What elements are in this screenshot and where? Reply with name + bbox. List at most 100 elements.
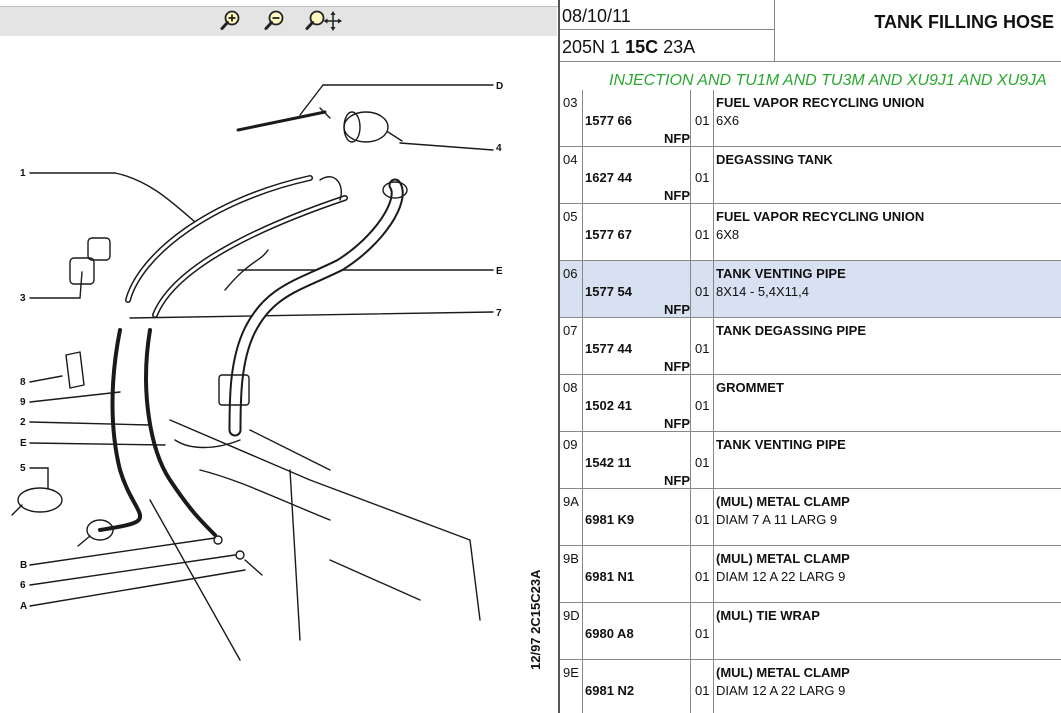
column-separator: [690, 603, 691, 659]
part-qty: 01: [695, 569, 710, 584]
part-name: (MUL) TIE WRAP: [716, 608, 820, 623]
part-number[interactable]: 1577 66: [585, 113, 632, 128]
column-separator: [690, 660, 691, 713]
part-ref: 9E: [563, 665, 579, 680]
part-name: (MUL) METAL CLAMP: [716, 551, 850, 566]
part-qty: 01: [695, 113, 710, 128]
engine-band: INJECTION AND TU1M AND TU3M AND XU9J1 AN…: [560, 62, 1061, 98]
part-qty: 01: [695, 512, 710, 527]
catalog-date: 08/10/11: [560, 0, 775, 30]
part-detail: 8X14 - 5,4X11,4: [716, 284, 809, 299]
part-number[interactable]: 6981 N1: [585, 569, 635, 584]
exploded-diagram: D 4 1 E 3 7 8 9 2 E 5 B 6 A 12/97 2C15C2…: [11, 81, 543, 670]
part-ref: 9D: [563, 608, 580, 623]
column-separator: [713, 432, 714, 488]
column-separator: [690, 432, 691, 488]
part-qty: 01: [695, 683, 710, 698]
part-number[interactable]: 1542 11: [585, 455, 632, 470]
part-qty: 01: [695, 170, 710, 185]
part-name: DEGASSING TANK: [716, 152, 833, 167]
zoom-in-icon: [220, 10, 240, 30]
diagram-label: 8: [20, 377, 26, 388]
column-separator: [713, 147, 714, 203]
part-ref: 9B: [563, 551, 579, 566]
part-name: FUEL VAPOR RECYCLING UNION: [716, 95, 925, 110]
diagram-label: 9: [20, 397, 26, 408]
column-separator: [582, 432, 583, 488]
part-detail: 6X8: [716, 227, 740, 242]
part-row[interactable]: 9B 6981 N1 01 (MUL) METAL CLAMP DIAM 12 A 22…: [560, 546, 1061, 603]
part-row[interactable]: 05 1577 67 01 FUEL VAPOR RECYCLING UNION 6X8: [560, 204, 1061, 261]
header-separator: [774, 0, 775, 61]
column-separator: [713, 660, 714, 713]
column-separator: [690, 318, 691, 374]
part-number[interactable]: 1577 44: [585, 341, 632, 356]
part-name: FUEL VAPOR RECYCLING UNION: [716, 209, 925, 224]
part-row[interactable]: 9D 6980 A8 01 (MUL) TIE WRAP: [560, 603, 1061, 660]
part-number[interactable]: 6980 A8: [585, 626, 634, 641]
diagram-label: 4: [496, 143, 502, 154]
part-number[interactable]: 1627 44: [585, 170, 632, 185]
part-number[interactable]: 1577 67: [585, 227, 632, 242]
part-flag: NFP: [664, 359, 690, 374]
part-qty: 01: [695, 626, 710, 641]
part-ref: 05: [563, 209, 578, 224]
part-detail: DIAM 7 A 11 LARG 9: [716, 512, 838, 527]
column-separator: [713, 204, 714, 260]
zoom-in-button[interactable]: [218, 9, 244, 33]
part-number[interactable]: 6981 K9: [585, 512, 635, 527]
column-separator: [713, 546, 714, 602]
part-qty: 01: [695, 227, 710, 242]
diagram-label: 2: [20, 417, 26, 428]
column-separator: [582, 204, 583, 260]
top-strip: [0, 0, 558, 7]
model-suffix: 23A: [663, 37, 696, 57]
diagram-label: 5: [20, 463, 26, 474]
part-number[interactable]: 1577 54: [585, 284, 632, 299]
part-ref: 9A: [563, 494, 579, 509]
column-separator: [582, 660, 583, 713]
zoom-pan-icon: [305, 10, 342, 31]
model-bold: 15C: [625, 37, 659, 57]
part-detail: DIAM 12 A 22 LARG 9: [716, 683, 846, 698]
diagram-pane: D 4 1 E 3 7 8 9 2 E 5 B 6 A 12/97 2C15C2…: [0, 0, 558, 670]
part-number[interactable]: 6981 N2: [585, 683, 635, 698]
part-detail: DIAM 12 A 22 LARG 9: [716, 569, 846, 584]
column-separator: [582, 489, 583, 545]
diagram-label: 3: [20, 293, 26, 304]
column-separator: [713, 318, 714, 374]
part-name: TANK VENTING PIPE: [716, 266, 846, 281]
engine-list: INJECTION AND TU1M AND TU3M AND XU9J1 AN…: [609, 72, 1047, 89]
parts-pane: 08/10/11 205N 1 15C 23A TANK FILLING HOS…: [560, 0, 1061, 713]
column-separator: [713, 261, 714, 317]
column-separator: [713, 489, 714, 545]
pane-divider[interactable]: [558, 0, 560, 713]
column-separator: [582, 261, 583, 317]
zoom-out-button[interactable]: [262, 9, 288, 33]
part-qty: 01: [695, 455, 710, 470]
diagram-label: B: [20, 560, 27, 571]
part-qty: 01: [695, 341, 710, 356]
zoom-pan-button[interactable]: [304, 9, 342, 33]
diagram-label: 1: [20, 168, 26, 179]
page-title: TANK FILLING HOSE: [874, 12, 1054, 32]
part-qty: 01: [695, 284, 710, 299]
part-flag: NFP: [664, 302, 690, 317]
column-separator: [690, 204, 691, 260]
part-number[interactable]: 1502 41: [585, 398, 632, 413]
diagram-label: D: [496, 81, 503, 92]
diagram-label: A: [20, 601, 27, 612]
model-prefix: 205N 1: [562, 37, 621, 57]
column-separator: [690, 90, 691, 146]
column-separator: [690, 489, 691, 545]
column-separator: [582, 375, 583, 431]
column-separator: [713, 375, 714, 431]
